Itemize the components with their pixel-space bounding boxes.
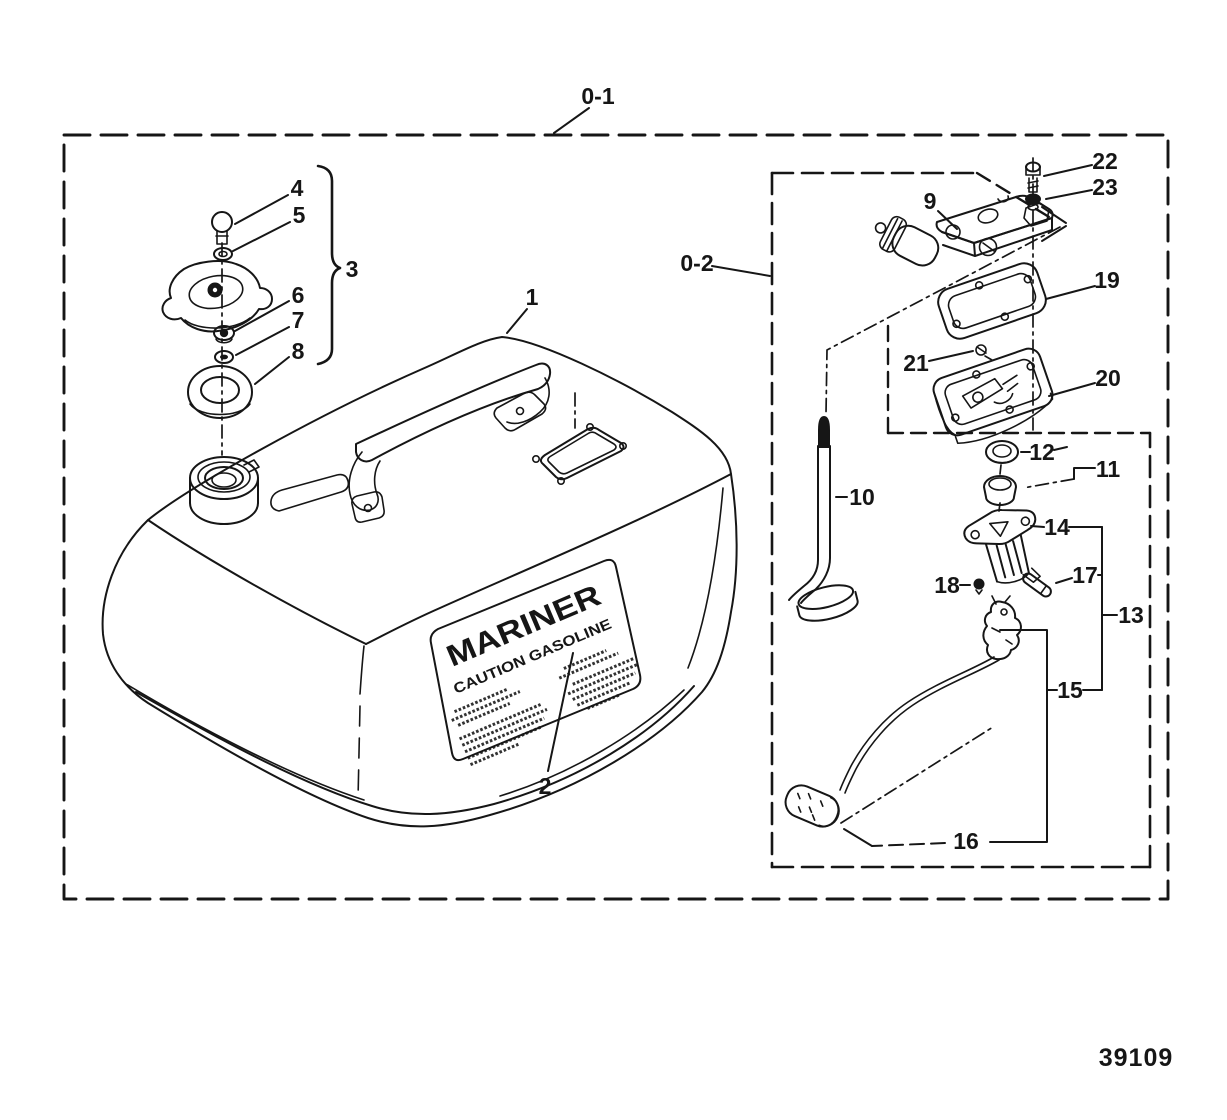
callout-5: 5 — [293, 202, 306, 228]
callout-8-leader — [254, 356, 290, 385]
callout-22-leader — [1043, 164, 1093, 177]
callout-9: 9 — [924, 188, 937, 214]
callout-14: 14 — [1044, 514, 1070, 540]
callout-4-leader — [234, 194, 289, 225]
fuel-gauge-drawing: 15 16 — [784, 595, 1103, 854]
filler-cap-assembly-drawing: 3 4 5 6 7 8 — [161, 164, 359, 456]
decal-fine-print-left — [451, 687, 548, 767]
callout-2: 2 — [539, 773, 552, 799]
small-screw-21: 21 — [903, 344, 993, 376]
fuel-connector-drawing: 9 22 23 — [874, 148, 1118, 431]
callout-20-leader — [1048, 382, 1096, 397]
callout-3: 3 — [346, 256, 359, 282]
callout-20: 20 — [1095, 365, 1121, 391]
callout-13: 13 — [1118, 602, 1144, 628]
neck-gasket-ring — [187, 365, 253, 419]
carry-handle — [270, 362, 552, 523]
pin-17 — [1022, 572, 1052, 598]
callout-11: 11 — [1096, 456, 1121, 482]
tube-foot — [796, 584, 859, 622]
filler-cap — [161, 260, 273, 333]
callout-5-leader — [232, 221, 291, 252]
callout-21-leader — [928, 350, 974, 362]
screw-18 — [973, 578, 985, 590]
connector-barrel — [874, 215, 940, 267]
valve-plate-drawing: 20 — [932, 347, 1121, 445]
drawing-number: 39109 — [1099, 1044, 1174, 1072]
callout-7: 7 — [292, 307, 305, 333]
callout-18: 18 — [934, 572, 960, 598]
callout-17-leader — [1055, 577, 1073, 584]
callout-12: 12 — [1029, 439, 1055, 465]
callout-6: 6 — [292, 282, 305, 308]
callout-16: 16 — [953, 828, 979, 854]
callout-23-leader — [1045, 189, 1093, 200]
callout-17: 17 — [1072, 562, 1098, 588]
callout-0-2: 0-2 — [680, 250, 713, 276]
bracket-3-brace — [316, 164, 342, 366]
callout-23: 23 — [1092, 174, 1118, 200]
callout-1-leader — [506, 308, 528, 334]
callout-15: 15 — [1057, 677, 1083, 703]
callout-22: 22 — [1092, 148, 1118, 174]
seal-ring-12: 12 — [985, 439, 1068, 465]
callout-1: 1 — [526, 284, 539, 310]
axis-to-pickup-tube — [825, 226, 1061, 415]
callout-16-dashes — [871, 842, 946, 847]
callout-16-leader — [843, 828, 873, 847]
dashed-frame-outer: 0-1 — [62, 83, 1170, 901]
gasket-drawing: 19 — [937, 262, 1120, 340]
pickup-fitting-drawing: 14 18 17 13 — [934, 502, 1144, 691]
mariner-decal: MARINER CAUTION GASOLINE — [429, 558, 642, 767]
callout-0-2-leader — [711, 265, 771, 277]
callout-2-leader — [547, 652, 574, 772]
callout-14-leader — [1030, 525, 1045, 528]
callout-8: 8 — [292, 338, 305, 364]
chevron-pointer — [1041, 206, 1067, 242]
callout-9-leader — [937, 210, 958, 230]
callout-0-1: 0-1 — [581, 83, 614, 109]
callout-7-leader — [235, 326, 290, 356]
float-axis-line — [840, 726, 994, 824]
tank-top-mounting-plate — [531, 392, 627, 485]
bracket-15-line — [989, 629, 1048, 843]
grommet-11: 11 — [983, 456, 1121, 506]
callout-19-leader — [1045, 285, 1096, 300]
fuel-tank-drawing: MARINER CAUTION GASOLINE 1 2 — [101, 284, 738, 828]
callout-6-leader — [234, 300, 290, 332]
dashed-frame-sub: 0-2 — [680, 171, 1152, 869]
filler-neck — [189, 456, 260, 525]
decal-fine-print-right — [558, 649, 639, 710]
callout-10: 10 — [849, 484, 875, 510]
callout-4: 4 — [291, 175, 304, 201]
callout-0-1-leader — [553, 107, 590, 134]
float-16 — [784, 784, 840, 828]
pickup-tube-drawing: 10 — [788, 416, 875, 622]
callout-19: 19 — [1094, 267, 1120, 293]
callout-21: 21 — [903, 350, 929, 376]
callout-11-leader — [1073, 467, 1096, 480]
callout-12-dash — [1053, 446, 1068, 451]
